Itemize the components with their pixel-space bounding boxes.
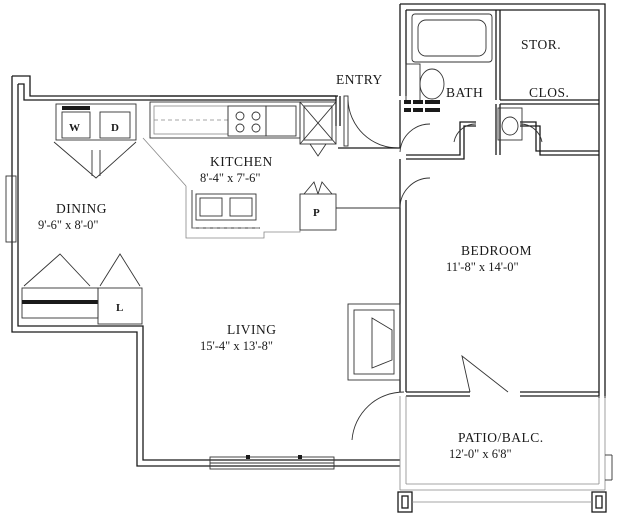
room-dividers (142, 137, 187, 187)
kitchen-counters (149, 101, 400, 239)
storage-label: STOR. (521, 37, 561, 52)
dryer-label: D (111, 122, 119, 134)
linen-closet (21, 253, 143, 325)
washer-label: W (69, 122, 80, 134)
fireplace (347, 303, 401, 381)
living-size: 15'-4" x 13'-8" (200, 339, 273, 353)
exterior-walls (11, 3, 613, 513)
kitchen-label: KITCHEN (210, 154, 273, 169)
living-label: LIVING (227, 322, 277, 337)
windows (5, 175, 335, 470)
bath-label: BATH (446, 85, 483, 100)
entry-label: ENTRY (336, 72, 383, 87)
interior-doors (351, 177, 509, 441)
entry-door (335, 95, 401, 149)
bedroom-size: 11'-8" x 14'-0" (446, 260, 519, 274)
bedroom-label: BEDROOM (461, 243, 532, 258)
patio-size: 12'-0" x 6'8" (449, 447, 512, 461)
dining-label: DINING (56, 201, 107, 216)
dining-size: 9'-6" x 8'-0" (38, 218, 99, 232)
pantry-label: P (313, 207, 320, 219)
laundry (53, 103, 137, 179)
bath-fixtures (399, 13, 543, 153)
patio-label: PATIO/BALC. (458, 430, 544, 445)
closet-label: CLOS. (529, 85, 569, 100)
kitchen-size: 8'-4" x 7'-6" (200, 171, 261, 185)
linen-label: L (116, 302, 123, 314)
